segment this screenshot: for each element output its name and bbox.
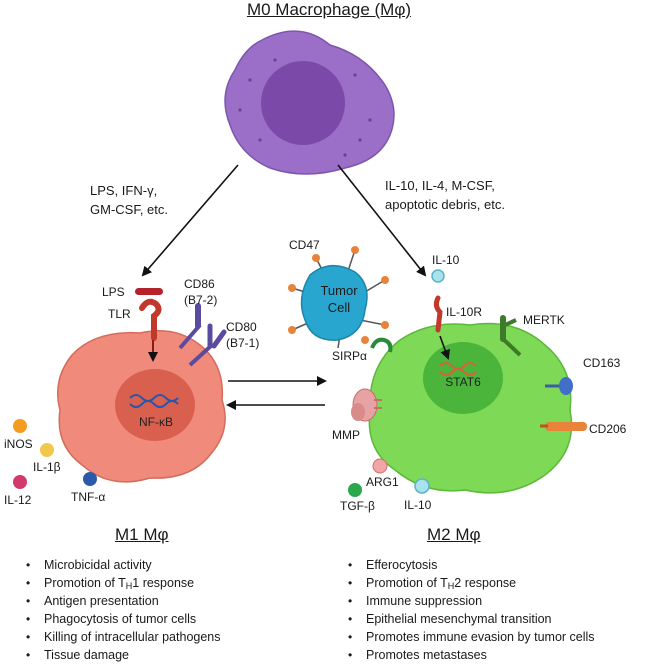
- tnfa-label: TNF-α: [71, 490, 106, 504]
- cd86-label: CD86: [184, 277, 215, 291]
- m0-nucleus: [261, 61, 345, 145]
- il10-dot: [431, 269, 445, 283]
- sirpa-receptor: [370, 337, 393, 353]
- m1-function-item: Killing of intracellular pathogens: [18, 628, 221, 646]
- m1-function-item: Tissue damage: [18, 646, 221, 664]
- m1-macrophage-cell: [57, 330, 226, 483]
- cd80-receptor: [188, 323, 227, 367]
- tgfb-dot: [348, 483, 362, 497]
- cd163-receptor: [545, 377, 573, 395]
- m2-macrophage-cell: [368, 322, 573, 494]
- tumor-label-line2: Cell: [327, 300, 351, 315]
- cd163-label: CD163: [583, 356, 621, 370]
- arg1-label: ARG1: [366, 475, 399, 489]
- arrow-to-m1: [141, 164, 239, 277]
- inos-dot: [13, 419, 27, 433]
- il12-label: IL-12: [4, 493, 32, 507]
- m2-function-list: EfferocytosisPromotion of TH2 responseIm…: [340, 556, 595, 664]
- m1-function-item: Promotion of TH1 response: [18, 574, 221, 592]
- arrow-to-m2: [337, 164, 427, 277]
- m2-nucleus: [423, 342, 503, 414]
- mmp-label: MMP: [332, 428, 360, 442]
- cd80-label: CD80: [226, 320, 257, 334]
- cd80-alias: (B7-1): [226, 336, 260, 350]
- tumor-label-line1: Tumor: [320, 283, 358, 298]
- il10r-label: IL-10R: [446, 305, 483, 319]
- cd86-receptor: [178, 303, 202, 350]
- il10-label: IL-10: [432, 253, 460, 267]
- il10r-receptor: [433, 295, 443, 333]
- il1b-dot: [40, 443, 54, 457]
- il10-secreted-label: IL-10: [404, 498, 432, 512]
- cd47-label: CD47: [289, 238, 320, 252]
- tgfb-label: TGF-β: [340, 499, 375, 513]
- il1b-label: IL-1β: [33, 460, 61, 474]
- m0-macrophage-cell: [224, 30, 395, 175]
- inos-label: iNOS: [4, 437, 33, 451]
- m2-heading: M2 Mφ: [427, 525, 481, 544]
- m1-function-item: Antigen presentation: [18, 592, 221, 610]
- m2-function-item: Epithelial mesenchymal transition: [340, 610, 595, 628]
- mmp-molecule: [351, 388, 382, 422]
- tnfa-dot: [83, 472, 97, 486]
- lps-label: LPS: [102, 285, 125, 299]
- m1-heading: M1 Mφ: [115, 525, 169, 544]
- page-title: M0 Macrophage (Mφ): [246, 0, 412, 19]
- arg1-dot: [372, 458, 388, 474]
- m1-function-item: Microbicidal activity: [18, 556, 221, 574]
- mertk-label: MERTK: [523, 313, 565, 327]
- il10-secreted-dot: [414, 478, 430, 494]
- m2-function-item: Immune suppression: [340, 592, 595, 610]
- m1-function-item: Phagocytosis of tumor cells: [18, 610, 221, 628]
- mertk-receptor: [500, 315, 522, 357]
- tlr-label: TLR: [108, 307, 131, 321]
- cd206-receptor: [540, 422, 587, 431]
- m1-function-list: Microbicidal activityPromotion of TH1 re…: [18, 556, 221, 664]
- m2-nucleus-label: STAT6: [445, 375, 481, 389]
- m2-function-item: Promotes metastases: [340, 646, 595, 664]
- m1-inducers-line2: GM-CSF, etc.: [90, 202, 169, 217]
- m1-inducers-line1: LPS, IFN-γ,: [90, 183, 158, 198]
- tumor-cell: [288, 246, 389, 349]
- lps-molecule: [135, 288, 163, 295]
- m2-inducers-line1: IL-10, IL-4, M-CSF,: [385, 178, 495, 193]
- tlr-receptor: [139, 298, 162, 341]
- cd206-label: CD206: [589, 422, 627, 436]
- m2-function-item: Efferocytosis: [340, 556, 595, 574]
- m1-nucleus-label: NF-κB: [139, 415, 173, 429]
- cd86-alias: (B7-2): [184, 293, 218, 307]
- il12-dot: [13, 475, 27, 489]
- sirpa-label: SIRPα: [332, 349, 367, 363]
- m2-inducers-line2: apoptotic debris, etc.: [385, 197, 505, 212]
- m2-function-item: Promotes immune evasion by tumor cells: [340, 628, 595, 646]
- m2-function-item: Promotion of TH2 response: [340, 574, 595, 592]
